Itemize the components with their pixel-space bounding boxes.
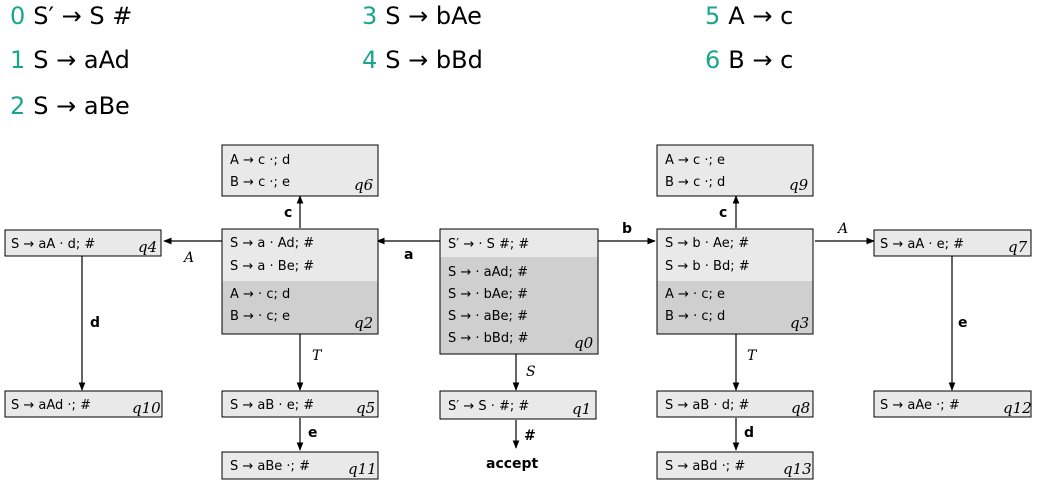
item: A → c ·; d bbox=[230, 153, 290, 168]
state-q8: S → aB · d; # q8 bbox=[656, 390, 814, 418]
state-q5: S → aB · e; # q5 bbox=[221, 390, 379, 418]
accept-label: accept bbox=[486, 456, 539, 472]
state-q11: S → aBe ·; # q11 bbox=[221, 451, 379, 480]
state-label: q5 bbox=[356, 399, 375, 417]
item: S → · bBd; # bbox=[448, 331, 529, 346]
item: A → c ·; e bbox=[665, 153, 725, 168]
state-q12: S → aAe ·; # q12 bbox=[873, 390, 1032, 418]
state-label: q8 bbox=[791, 399, 810, 417]
rule-number: 6 bbox=[705, 46, 721, 74]
rule-number: 1 bbox=[10, 46, 26, 74]
state-q3: S → b · Ae; # S → b · Bd; # A → · c; e B… bbox=[656, 228, 814, 335]
edge-label-T: T bbox=[312, 348, 323, 364]
edge-label-e: e bbox=[958, 315, 968, 331]
item: S → aBe ·; # bbox=[230, 459, 310, 474]
state-q0: S′ → · S #; # S → · aAd; # S → · bAe; # … bbox=[439, 228, 599, 355]
rule-text: S → aAd bbox=[33, 46, 130, 74]
state-q2: S → a · Ad; # S → a · Be; # A → · c; d B… bbox=[221, 228, 379, 335]
rule-number: 5 bbox=[705, 2, 721, 30]
edge-label-A: A bbox=[836, 221, 848, 237]
edge-label-a: a bbox=[404, 247, 413, 263]
item: S′ → · S #; # bbox=[448, 237, 529, 252]
edge-label-hash: # bbox=[524, 428, 536, 444]
state-label: q3 bbox=[790, 314, 809, 332]
item: S → aA · e; # bbox=[880, 237, 964, 252]
state-label: q1 bbox=[572, 400, 591, 418]
rule-text: S → bAe bbox=[385, 2, 482, 30]
rule-number: 3 bbox=[362, 2, 378, 30]
state-label: q9 bbox=[789, 176, 809, 194]
state-q13: S → aBd ·; # q13 bbox=[656, 451, 814, 480]
rule-text: B → c bbox=[728, 46, 794, 74]
item: S → aBd ·; # bbox=[665, 459, 745, 474]
item: S → · aBe; # bbox=[448, 309, 528, 324]
item: S → aA · d; # bbox=[11, 237, 95, 252]
item: A → · c; d bbox=[230, 287, 290, 302]
state-label: q7 bbox=[1008, 238, 1028, 256]
state-label: q11 bbox=[348, 460, 377, 478]
rule-text: S → bBd bbox=[385, 46, 483, 74]
state-q9: A → c ·; e B → c ·; d q9 bbox=[656, 144, 814, 197]
item: B → c ·; d bbox=[665, 175, 725, 190]
rule-number: 0 bbox=[10, 2, 26, 30]
state-label: q0 bbox=[574, 334, 594, 352]
edge-label-c: c bbox=[284, 205, 292, 221]
state-q6: A → c ·; d B → c ·; e q6 bbox=[221, 144, 379, 197]
item: S → aAd ·; # bbox=[11, 398, 91, 413]
item: S → a · Be; # bbox=[230, 259, 314, 274]
item: S → aB · d; # bbox=[665, 398, 749, 413]
edge-label-b: b bbox=[622, 221, 632, 237]
rule-number: 2 bbox=[10, 92, 26, 120]
state-q1: S′ → S · #; # q1 bbox=[439, 390, 597, 420]
state-label: q13 bbox=[783, 460, 812, 478]
state-label: q6 bbox=[354, 176, 374, 194]
edge-label-A: A bbox=[182, 250, 194, 266]
item: S → aAe ·; # bbox=[880, 398, 960, 413]
item: S → b · Bd; # bbox=[665, 259, 750, 274]
state-label: q2 bbox=[354, 314, 373, 332]
edge-label-T: T bbox=[747, 348, 758, 364]
edge-label-d: d bbox=[90, 315, 100, 331]
edge-label-c: c bbox=[719, 205, 727, 221]
item: B → · c; e bbox=[230, 309, 290, 324]
state-q4: S → aA · d; # q4 bbox=[4, 229, 162, 257]
state-label: q4 bbox=[138, 238, 157, 256]
rule-number: 4 bbox=[362, 46, 378, 74]
rule-text: A → c bbox=[728, 2, 794, 30]
state-q7: S → aA · e; # q7 bbox=[873, 229, 1032, 257]
item: S′ → S · #; # bbox=[448, 399, 529, 414]
rule-text: S → aBe bbox=[33, 92, 130, 120]
edge-label-S: S bbox=[526, 364, 536, 380]
item: S → · aAd; # bbox=[448, 265, 528, 280]
edge-label-d: d bbox=[744, 425, 754, 441]
state-label: q10 bbox=[132, 399, 161, 417]
item: S → · bAe; # bbox=[448, 287, 528, 302]
item: S → aB · e; # bbox=[230, 398, 314, 413]
item: S → a · Ad; # bbox=[230, 236, 314, 251]
item: S → b · Ae; # bbox=[665, 236, 749, 251]
state-label: q12 bbox=[1003, 399, 1032, 417]
rule-text: S′ → S # bbox=[33, 2, 133, 30]
state-q10: S → aAd ·; # q10 bbox=[4, 390, 163, 418]
item: B → · c; d bbox=[665, 309, 725, 324]
item: A → · c; e bbox=[665, 287, 725, 302]
edge-label-e: e bbox=[308, 425, 318, 441]
item: B → c ·; e bbox=[230, 175, 290, 190]
